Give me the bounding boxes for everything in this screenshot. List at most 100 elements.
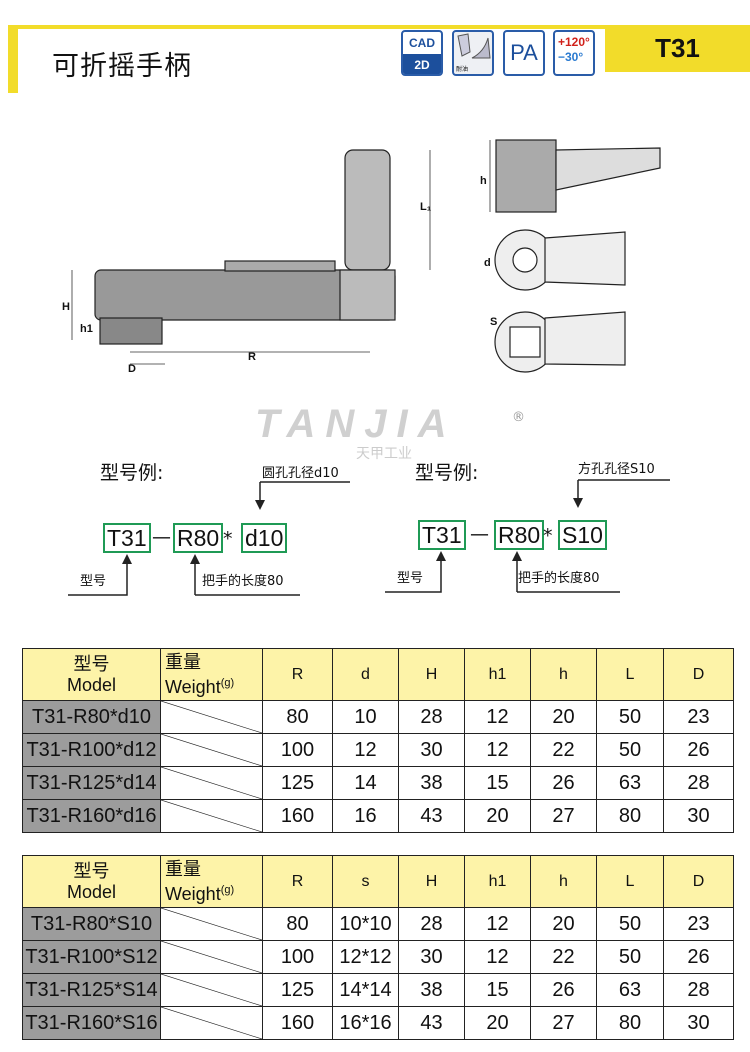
- header-col-R: R: [262, 855, 333, 908]
- example-part-model: T31: [103, 523, 151, 553]
- example-part-hole: S10: [558, 520, 607, 550]
- temperature-icon: +120°−30°: [553, 30, 595, 76]
- cad-2d-icon[interactable]: CAD 2D: [401, 30, 443, 76]
- technical-drawing: H h1 D R L₁ h d S: [62, 139, 661, 375]
- value-cell-R: 160: [262, 799, 333, 833]
- registered-mark: ®: [512, 410, 525, 425]
- header-weight-en: Weight: [165, 883, 221, 904]
- header-col-D: D: [663, 648, 734, 701]
- value-cell-h: 26: [530, 766, 597, 800]
- value-cell-h: 27: [530, 799, 597, 833]
- value-cell-h1: 15: [464, 973, 531, 1007]
- header-weight-unit: (g): [220, 676, 235, 689]
- value-cell-H: 30: [398, 940, 465, 974]
- example-part-length: R80: [494, 520, 545, 550]
- value-cell-H: 30: [398, 733, 465, 767]
- example-note-hole: 方孔孔径S10: [578, 462, 655, 477]
- value-cell-h: 20: [530, 907, 597, 941]
- value-cell-h: 26: [530, 973, 597, 1007]
- header-col-L: L: [596, 648, 664, 701]
- example-note-model: 型号: [397, 571, 424, 586]
- dim-H: H: [62, 301, 70, 313]
- brand-watermark-cn: 天甲工业: [356, 446, 412, 462]
- value-cell-R: 160: [262, 1006, 333, 1040]
- example-note-hole: 圆孔孔径d10: [262, 466, 339, 481]
- dim-D: D: [128, 363, 136, 375]
- header-col-R: R: [262, 648, 333, 701]
- header-weight-unit: (g): [220, 883, 235, 896]
- oil-label: 耐油: [456, 67, 469, 73]
- example-star: *: [223, 528, 233, 550]
- example-part-length: R80: [173, 523, 224, 553]
- weight-cell-empty: [160, 1006, 263, 1040]
- weight-cell-empty: [160, 907, 263, 941]
- header-frame: [8, 25, 608, 93]
- weight-cell-empty: [160, 733, 263, 767]
- brand-watermark: TANJIA: [255, 402, 457, 446]
- value-cell-H: 43: [398, 799, 465, 833]
- example-note-length: 把手的长度80: [202, 574, 284, 589]
- product-code: T31: [605, 25, 750, 72]
- weight-cell-empty: [160, 700, 263, 734]
- value-cell-H: 38: [398, 973, 465, 1007]
- example-part-model: T31: [418, 520, 466, 550]
- value-cell-s: 10*10: [332, 907, 399, 941]
- header-model-en: Model: [66, 881, 117, 902]
- value-cell-R: 100: [262, 940, 333, 974]
- temp-low: −30°: [558, 50, 584, 64]
- value-cell-D: 28: [663, 973, 734, 1007]
- example-title: 型号例:: [415, 462, 479, 484]
- value-cell-h: 22: [530, 733, 597, 767]
- value-cell-R: 80: [262, 700, 333, 734]
- example-note-length: 把手的长度80: [518, 571, 600, 586]
- model-cell: T31-R80*S10: [22, 907, 161, 941]
- weight-cell-empty: [160, 940, 263, 974]
- weight-cell-empty: [160, 799, 263, 833]
- value-cell-H: 38: [398, 766, 465, 800]
- example-dash: —: [470, 523, 489, 545]
- header-col-d: d: [332, 648, 399, 701]
- temp-high: +120°: [558, 35, 590, 49]
- value-cell-D: 23: [663, 700, 734, 734]
- header-col-h: h: [530, 855, 597, 908]
- value-cell-s: 16*16: [332, 1006, 399, 1040]
- header-weight-cn: 重量: [165, 651, 201, 672]
- header-col-D: D: [663, 855, 734, 908]
- value-cell-D: 30: [663, 799, 734, 833]
- value-cell-L: 80: [596, 1006, 664, 1040]
- model-cell: T31-R125*S14: [22, 973, 161, 1007]
- model-cell: T31-R125*d14: [22, 766, 161, 800]
- value-cell-L: 50: [596, 940, 664, 974]
- value-cell-L: 63: [596, 973, 664, 1007]
- example-title: 型号例:: [100, 462, 164, 484]
- weight-cell-empty: [160, 973, 263, 1007]
- header-weight-cn: 重量: [165, 858, 201, 879]
- model-cell: T31-R100*d12: [22, 733, 161, 767]
- value-cell-s: 12*12: [332, 940, 399, 974]
- header-col-h1: h1: [464, 855, 531, 908]
- header-col-s: s: [332, 855, 399, 908]
- page-title: 可折摇手柄: [52, 51, 192, 82]
- value-cell-R: 100: [262, 733, 333, 767]
- value-cell-L: 50: [596, 907, 664, 941]
- cad-2d-label: 2D: [403, 54, 441, 74]
- header-col-H: H: [398, 648, 465, 701]
- value-cell-H: 43: [398, 1006, 465, 1040]
- dim-S: S: [490, 316, 497, 328]
- cad-label: CAD: [409, 36, 435, 50]
- value-cell-D: 30: [663, 1006, 734, 1040]
- model-cell: T31-R80*d10: [22, 700, 161, 734]
- value-cell-R: 125: [262, 766, 333, 800]
- header-weight-en: Weight: [165, 676, 221, 697]
- value-cell-h1: 12: [464, 907, 531, 941]
- value-cell-d: 10: [332, 700, 399, 734]
- example-dash: —: [152, 526, 171, 548]
